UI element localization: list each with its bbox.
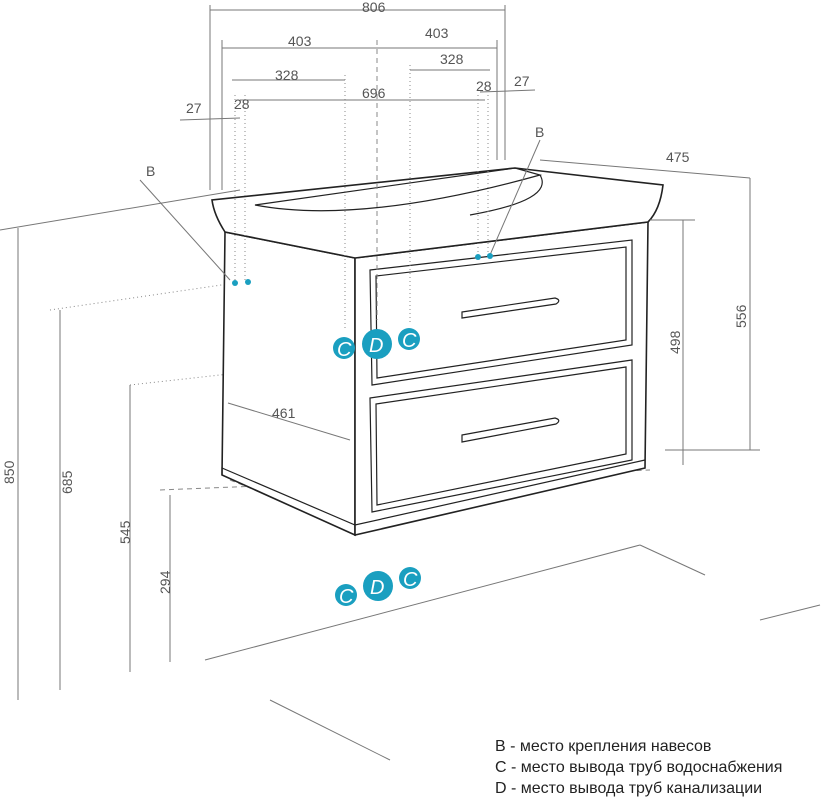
mount-points xyxy=(232,253,493,286)
svg-text:D: D xyxy=(370,577,384,599)
svg-text:C: C xyxy=(339,586,354,608)
drawer-handle-bottom xyxy=(461,417,560,443)
basin xyxy=(211,167,664,259)
dim-28-left: 28 xyxy=(234,96,250,112)
marker-b-left-label: B xyxy=(146,163,155,179)
legend: B - место крепления навесов C - место вы… xyxy=(495,736,782,799)
dim-685: 685 xyxy=(59,470,75,494)
marker-b-right-label: B xyxy=(535,124,544,140)
dim-850: 850 xyxy=(1,460,17,484)
svg-text:C: C xyxy=(402,330,417,352)
dim-556: 556 xyxy=(733,304,749,328)
pipe-markers-floor: C D C xyxy=(335,567,421,608)
dim-696: 696 xyxy=(362,85,386,101)
dim-461: 461 xyxy=(272,405,296,421)
legend-item-b: B - место крепления навесов xyxy=(495,738,712,755)
dim-545: 545 xyxy=(117,520,133,544)
dim-498: 498 xyxy=(667,330,683,354)
svg-text:D: D xyxy=(369,335,383,357)
legend-item-c: C - место вывода труб водоснабжения xyxy=(495,759,783,776)
svg-text:C: C xyxy=(403,569,418,591)
dim-294: 294 xyxy=(157,570,173,594)
dim-403-left: 403 xyxy=(288,33,312,49)
dimension-labels: 806 403 403 328 328 696 27 28 28 27 475 … xyxy=(1,0,749,594)
cabinet xyxy=(211,167,664,537)
legend-item-d: D - место вывода труб канализации xyxy=(495,780,763,797)
dim-27-left: 27 xyxy=(186,100,202,116)
dim-328-left: 328 xyxy=(275,67,299,83)
dim-328-right: 328 xyxy=(440,51,464,67)
dim-28-right: 28 xyxy=(476,78,492,94)
dim-806: 806 xyxy=(362,0,386,15)
dim-475: 475 xyxy=(666,149,690,165)
dimension-lines xyxy=(17,5,760,700)
dim-27-right: 27 xyxy=(514,73,530,89)
dim-403-right: 403 xyxy=(425,25,449,41)
drawer-handle-top xyxy=(461,297,560,319)
pipe-markers-wall: C D C xyxy=(333,328,420,361)
svg-text:C: C xyxy=(337,339,352,361)
